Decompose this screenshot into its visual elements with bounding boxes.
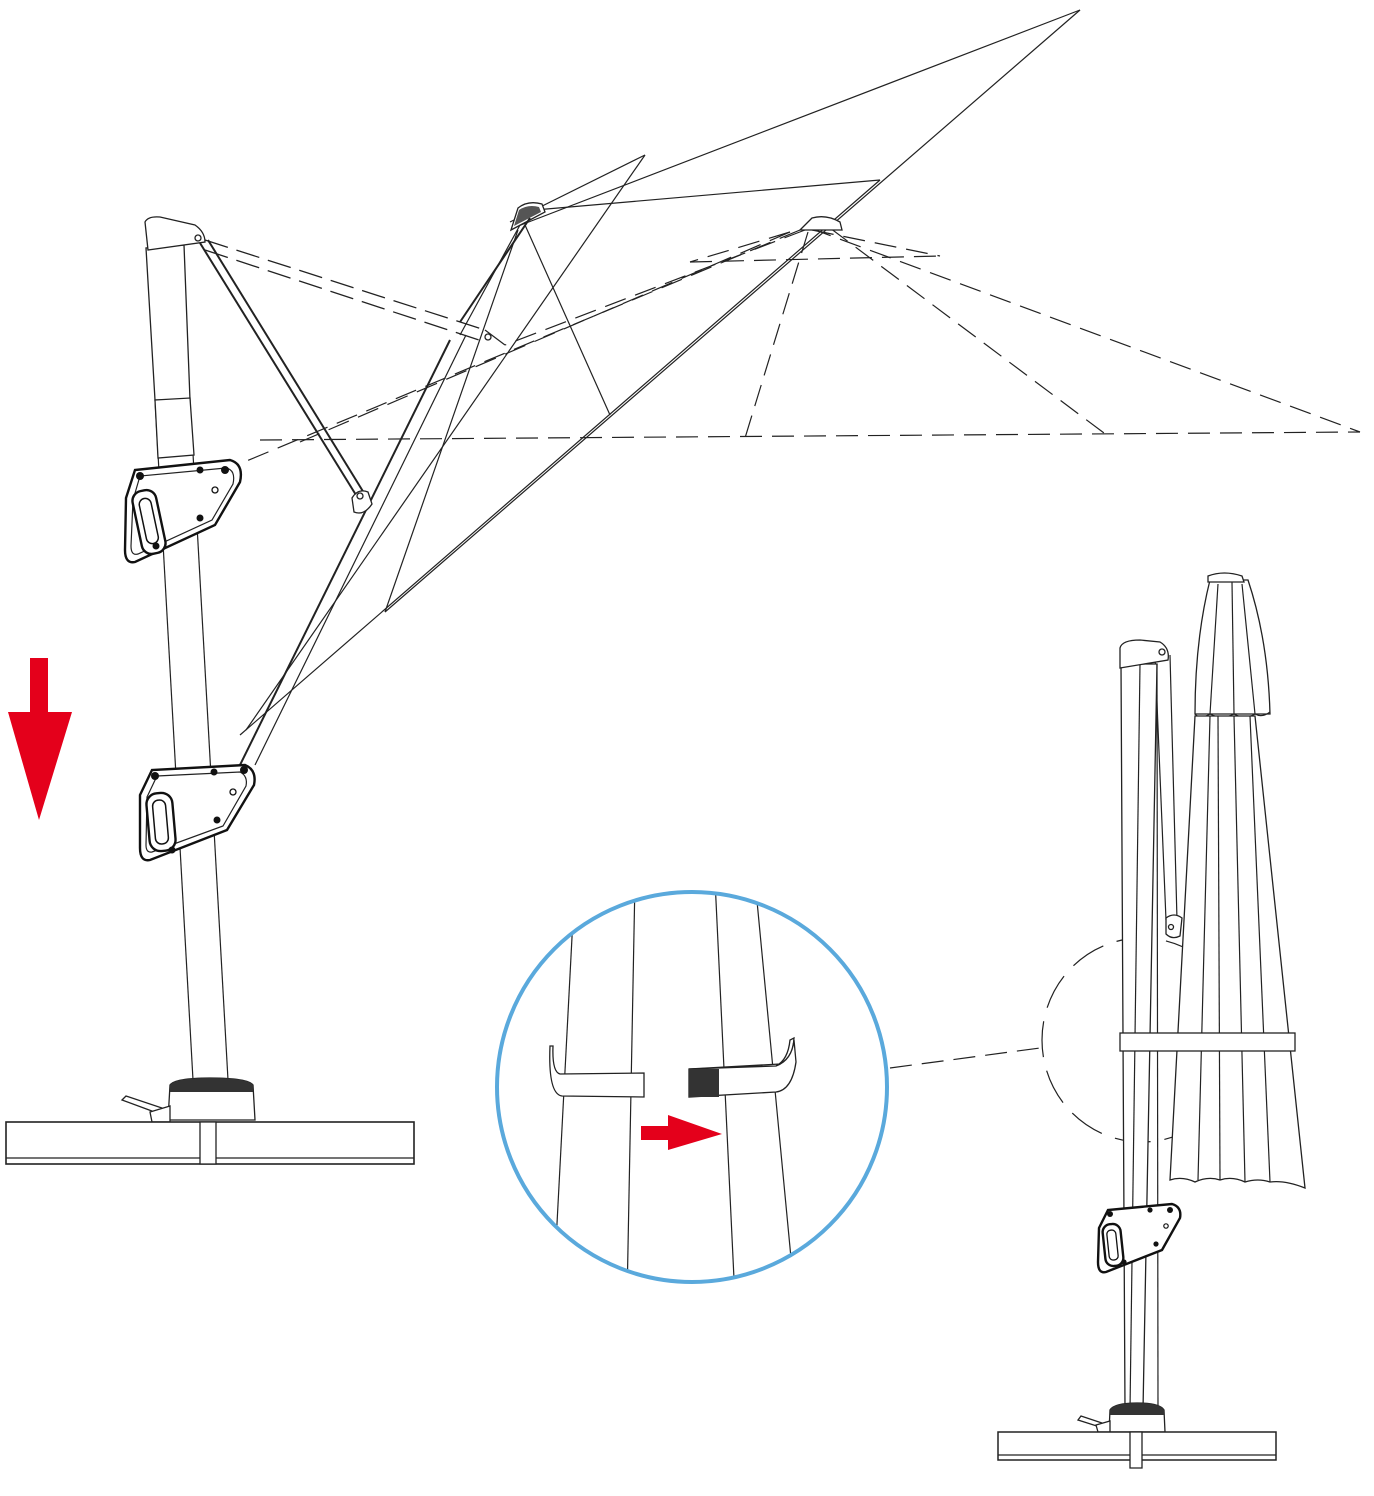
upper-arm	[239, 217, 531, 766]
arrow-down-icon	[8, 658, 72, 820]
upper-handle-plate	[123, 458, 243, 564]
closed-base	[997, 1402, 1277, 1469]
closed-umbrella	[997, 572, 1306, 1469]
detail-magnifier	[495, 890, 889, 1284]
closed-handle-plate	[1096, 1202, 1182, 1274]
canopy-top-hub	[509, 202, 546, 232]
arrow-right-icon	[641, 1115, 722, 1150]
closed-pole	[1119, 639, 1169, 1411]
lower-handle-plate	[138, 763, 256, 862]
folded-canopy	[1169, 572, 1306, 1190]
tilted-arm-dashed	[204, 239, 506, 346]
folded-arm	[1154, 654, 1183, 939]
pole	[144, 216, 229, 1081]
closed-strap	[1119, 1032, 1296, 1052]
support-strut	[199, 239, 373, 514]
umbrella-base	[5, 1077, 415, 1165]
open-umbrella	[5, 9, 1361, 1165]
canopy-outline	[239, 9, 1081, 736]
tilted-canopy-dashed	[224, 216, 1361, 471]
